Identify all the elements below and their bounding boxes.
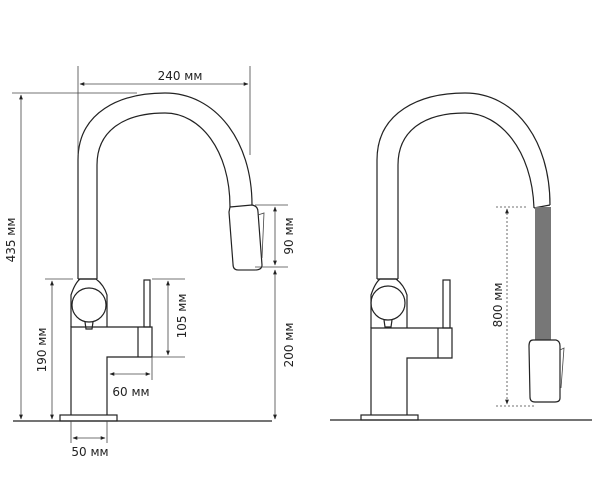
spout-offset-label: 60 мм: [112, 385, 149, 399]
total-height-label: 435 мм: [4, 218, 18, 263]
pull-out-hose: [535, 207, 551, 340]
dimension-spout-offset: 60 мм: [109, 357, 153, 399]
faucet-pulled-out-view: 800 мм: [330, 92, 592, 421]
base-plate: [360, 414, 419, 421]
faucet-body: [370, 278, 453, 415]
base-plate: [59, 414, 118, 422]
faucet-body: [70, 278, 153, 415]
spout: [376, 92, 551, 280]
dimension-total-height: 435 мм: [4, 92, 137, 420]
reach-label: 240 мм: [158, 69, 203, 83]
dimension-base-width: 50 мм: [70, 421, 109, 459]
swivel-joint: [71, 287, 107, 323]
lever-height-label: 105 мм: [175, 294, 189, 339]
base-width-label: 50 мм: [71, 445, 108, 459]
dimension-reach: 240 мм: [77, 66, 251, 155]
body-height-label: 190 мм: [35, 328, 49, 373]
spray-head-height-label: 90 мм: [282, 217, 296, 254]
dimension-spout-clearance: 200 мм: [273, 269, 296, 420]
spout-clearance-label: 200 мм: [282, 323, 296, 368]
hose-length-label: 800 мм: [491, 283, 505, 328]
lever-handle: [442, 279, 451, 329]
spray-head: [228, 204, 265, 271]
spray-head: [528, 339, 565, 403]
dimension-spray-head: 90 мм: [255, 204, 296, 268]
spout: [77, 92, 253, 280]
lever-handle: [143, 279, 151, 328]
dimension-hose-length: 800 мм: [491, 206, 535, 407]
dimension-body-height: 190 мм: [35, 278, 73, 420]
swivel-joint: [370, 285, 406, 321]
faucet-side-view: 240 мм 435 мм 190 мм 105 мм 60 мм 50: [4, 66, 296, 459]
dimension-lever-height: 105 мм: [152, 278, 189, 358]
